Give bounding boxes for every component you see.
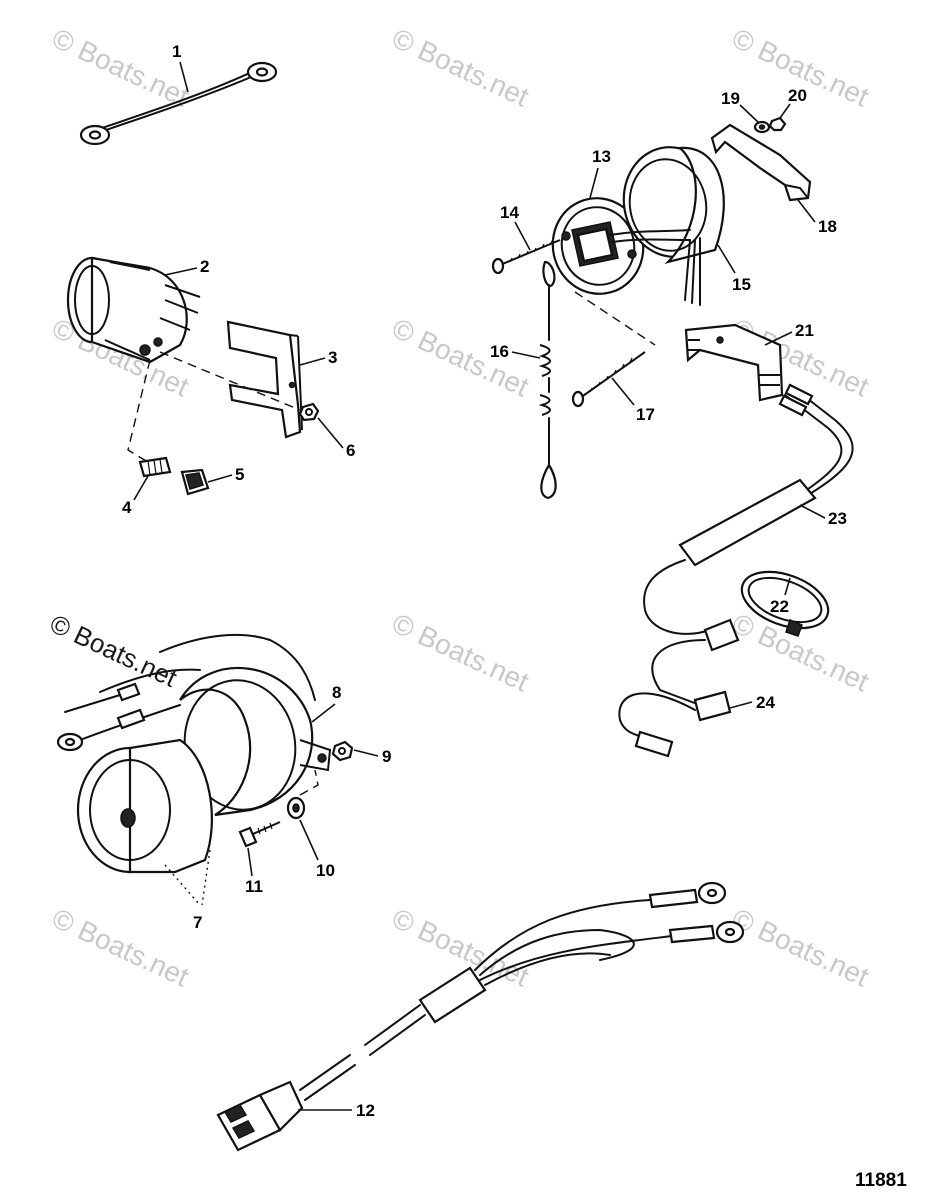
callout-16: 16 bbox=[490, 342, 509, 361]
figure-number: 11881 bbox=[855, 1170, 907, 1191]
callout-24: 24 bbox=[756, 693, 775, 712]
callout-20: 20 bbox=[788, 86, 807, 105]
part-23-harness bbox=[643, 383, 854, 635]
callouts: 1 2 3 4 5 6 7 8 9 10 11 12 13 14 15 16 1… bbox=[122, 42, 847, 1120]
callout-3: 3 bbox=[328, 348, 337, 367]
callout-7: 7 bbox=[193, 913, 202, 932]
part-18-bracket bbox=[710, 123, 812, 202]
part-24-leads bbox=[618, 618, 740, 758]
callout-10: 10 bbox=[316, 861, 335, 880]
watermark: © Boats.net bbox=[387, 312, 533, 402]
part-16-lanyard bbox=[538, 260, 557, 500]
part-1-ground-strap bbox=[79, 61, 278, 146]
callout-15: 15 bbox=[732, 275, 751, 294]
watermark: © Boats.net bbox=[47, 22, 193, 112]
callout-22: 22 bbox=[770, 597, 789, 616]
part-10-washer bbox=[286, 796, 306, 820]
part-15-housing bbox=[609, 146, 725, 306]
callout-2: 2 bbox=[200, 257, 209, 276]
part-13-ring bbox=[551, 197, 645, 295]
part-11-bolt bbox=[238, 821, 281, 848]
part-6-nut bbox=[298, 402, 320, 422]
part-8-housing bbox=[179, 667, 332, 817]
callout-21: 21 bbox=[795, 321, 814, 340]
callout-5: 5 bbox=[235, 465, 244, 484]
callout-8: 8 bbox=[332, 683, 341, 702]
speedo-cables bbox=[56, 633, 316, 752]
part-12-harness bbox=[216, 881, 745, 1152]
part-3-bracket bbox=[226, 320, 303, 439]
part-22-clamp bbox=[740, 570, 830, 637]
callout-4: 4 bbox=[122, 498, 132, 517]
watermark: © Boats.net bbox=[47, 902, 193, 992]
callout-11: 11 bbox=[245, 877, 263, 896]
part-21-clip bbox=[684, 323, 784, 402]
part-4-stud bbox=[138, 456, 172, 478]
part-20-nut bbox=[768, 116, 787, 132]
part-14-screw bbox=[491, 239, 561, 275]
part-17-screw bbox=[571, 351, 646, 408]
callout-6: 6 bbox=[346, 441, 355, 460]
callout-17: 17 bbox=[636, 405, 655, 424]
part-19-washer bbox=[753, 120, 771, 134]
callout-9: 9 bbox=[382, 747, 391, 766]
part-5-knob bbox=[180, 468, 210, 496]
watermark: © Boats.net bbox=[387, 22, 533, 112]
watermark: © Boats.net bbox=[727, 902, 873, 992]
callout-13: 13 bbox=[592, 147, 611, 166]
callout-1: 1 bbox=[172, 42, 181, 61]
callout-18: 18 bbox=[818, 217, 837, 236]
part-7-speedometer bbox=[76, 738, 213, 874]
callout-14: 14 bbox=[500, 203, 519, 222]
part-9-nut bbox=[331, 740, 354, 762]
part-2-gauge bbox=[66, 256, 201, 364]
callout-12: 12 bbox=[356, 1101, 375, 1120]
callout-23: 23 bbox=[828, 509, 847, 528]
watermark: © Boats.net bbox=[387, 607, 533, 697]
callout-19: 19 bbox=[721, 89, 740, 108]
